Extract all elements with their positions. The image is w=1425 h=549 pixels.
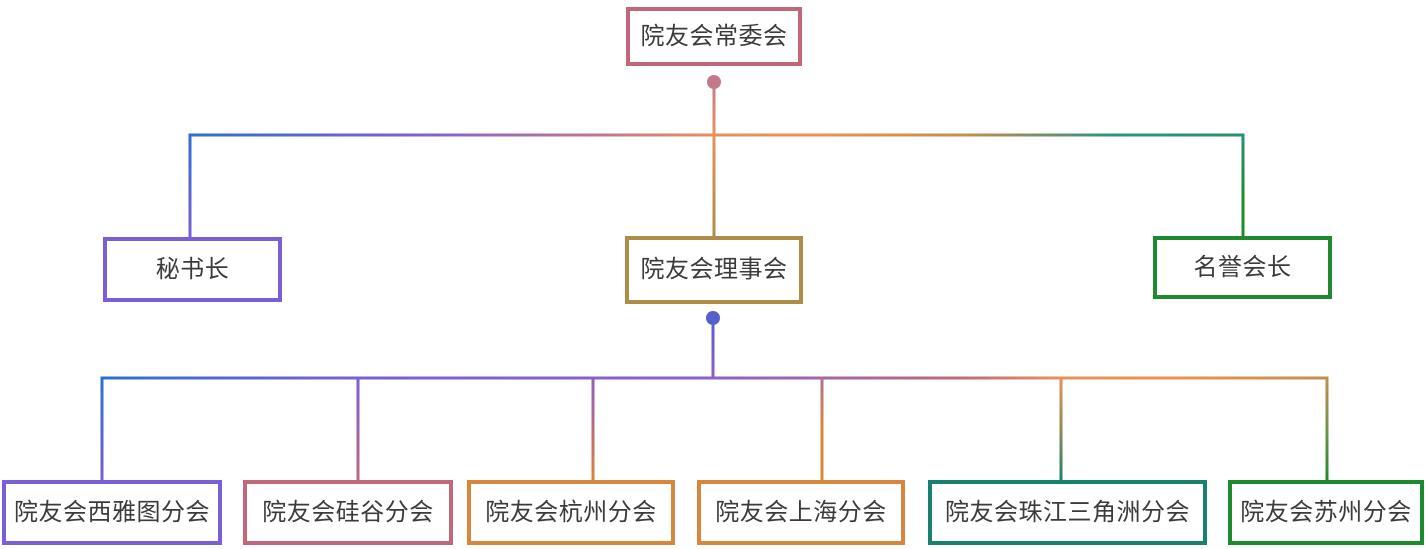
node-silicon-valley-branch: 院友会硅谷分会 (243, 480, 453, 545)
council-connector-dot (706, 311, 720, 325)
node-seattle-branch: 院友会西雅图分会 (2, 480, 222, 545)
node-honorary-president: 名誉会长 (1153, 236, 1332, 299)
node-hangzhou-branch-label: 院友会杭州分会 (485, 498, 657, 526)
node-honorary-president-label: 名誉会长 (1193, 253, 1292, 281)
node-suzhou-branch-label: 院友会苏州分会 (1240, 498, 1412, 526)
node-shanghai-branch-label: 院友会上海分会 (715, 498, 887, 526)
node-silicon-valley-branch-label: 院友会硅谷分会 (262, 498, 434, 526)
node-secretary-general-label: 秘书长 (155, 255, 230, 283)
node-suzhou-branch: 院友会苏州分会 (1228, 480, 1424, 545)
node-secretary-general: 秘书长 (103, 237, 282, 302)
node-pearl-river-delta-branch: 院友会珠江三角洲分会 (928, 480, 1207, 545)
node-council: 院友会理事会 (625, 236, 803, 304)
node-shanghai-branch: 院友会上海分会 (697, 480, 905, 545)
node-pearl-river-delta-branch-label: 院友会珠江三角洲分会 (945, 498, 1190, 526)
node-seattle-branch-label: 院友会西雅图分会 (14, 498, 210, 526)
node-council-label: 院友会理事会 (640, 256, 788, 283)
node-standing-committee-label: 院友会常委会 (640, 22, 788, 50)
root-connector-dot (707, 75, 721, 89)
node-hangzhou-branch: 院友会杭州分会 (467, 480, 675, 545)
node-standing-committee: 院友会常委会 (626, 7, 802, 66)
